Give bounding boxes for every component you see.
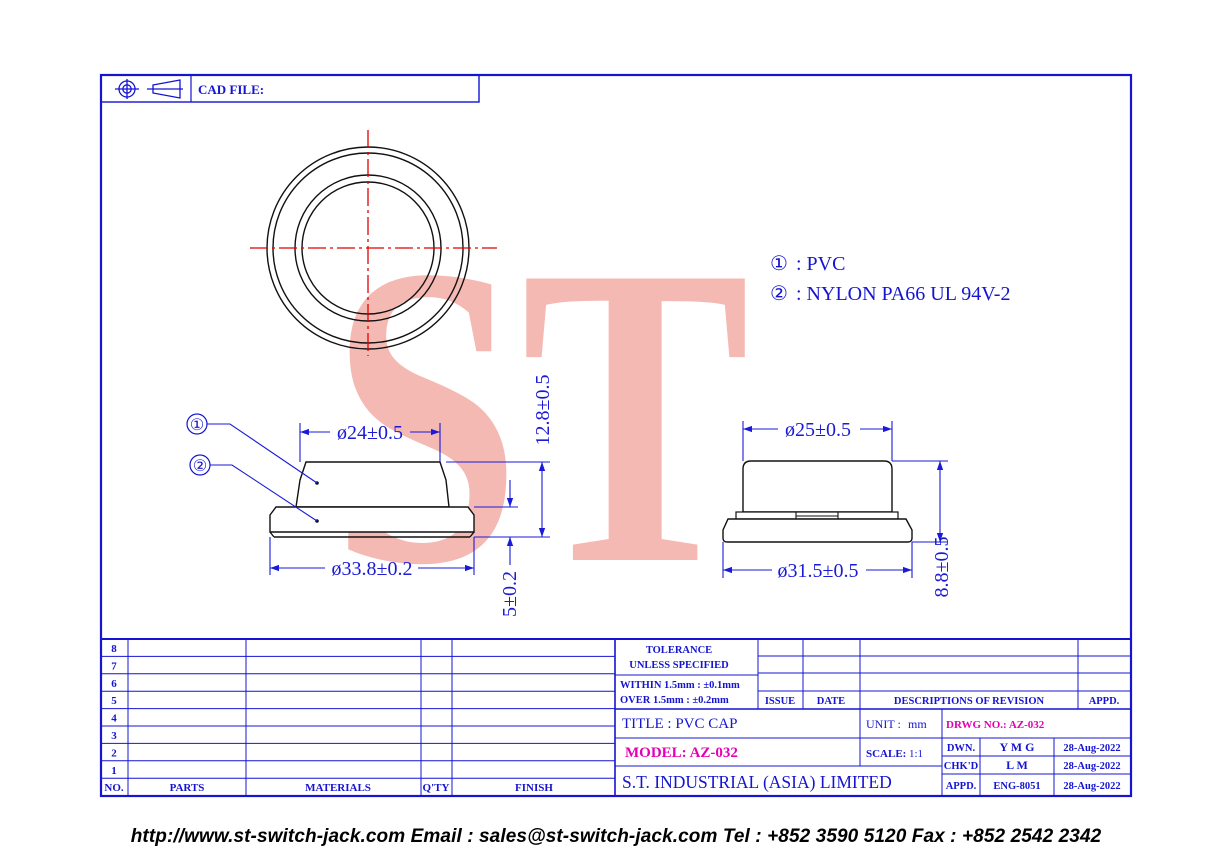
revision-date-header: DATE bbox=[817, 696, 845, 707]
parts-row-number: 1 bbox=[111, 765, 117, 777]
left-side-view bbox=[269, 461, 475, 538]
st-watermark: ST bbox=[330, 178, 750, 654]
parts-row-number: 8 bbox=[111, 643, 117, 655]
part-label-2: ② bbox=[193, 458, 207, 475]
dim-left-base: 5±0.2 bbox=[499, 571, 521, 617]
scale-label: SCALE: bbox=[866, 748, 906, 760]
top-view bbox=[250, 130, 497, 356]
parts-row-number: 7 bbox=[111, 660, 117, 672]
revision-descriptions-header: DESCRIPTIONS OF REVISION bbox=[894, 696, 1045, 707]
dim-right-height: 8.8±0.5 bbox=[931, 537, 953, 598]
parts-row-number: 2 bbox=[111, 747, 117, 759]
left-dimension-texts: ø24±0.5 ø33.8±0.2 12.8±0.5 5±0.2 bbox=[332, 375, 554, 617]
materials-note: ① : PVC ② : NYLON PA66 UL 94V-2 bbox=[770, 253, 1010, 305]
cad-header: CAD FILE: bbox=[100, 74, 480, 103]
drawing-frame bbox=[99, 73, 1133, 798]
revision-table bbox=[615, 639, 1131, 710]
checked-by: L M bbox=[1006, 758, 1028, 772]
chkd-label: CHK'D bbox=[944, 761, 979, 772]
right-side-view bbox=[722, 460, 913, 543]
tolerance-subtitle: UNLESS SPECIFIED bbox=[629, 660, 729, 671]
title-block: 8 7 6 5 4 3 2 1 NO. PARTS MATERIALS Q'TY… bbox=[101, 638, 1131, 796]
dwn-label: DWN. bbox=[947, 743, 976, 754]
right-dimensions bbox=[722, 421, 948, 578]
parts-header-parts: PARTS bbox=[170, 782, 205, 794]
checked-date: 28-Aug-2022 bbox=[1063, 761, 1120, 772]
tolerance-over: OVER 1.5mm : ±0.2mm bbox=[620, 695, 729, 706]
tolerance-within: WITHIN 1.5mm : ±0.1mm bbox=[620, 680, 740, 691]
material-2-text: : NYLON PA66 UL 94V-2 bbox=[796, 283, 1010, 305]
material-2-number: ② bbox=[770, 283, 788, 305]
tolerance-title: TOLERANCE bbox=[646, 645, 712, 656]
drawn-by: Y M G bbox=[1000, 740, 1035, 754]
dim-right-top-diameter: ø25±0.5 bbox=[785, 419, 851, 441]
third-angle-projection-icon bbox=[115, 79, 183, 99]
parts-header-no: NO. bbox=[104, 782, 124, 794]
model-number: MODEL: AZ-032 bbox=[625, 745, 738, 761]
cad-file-label: CAD FILE: bbox=[198, 82, 264, 97]
watermark-text: ST bbox=[330, 178, 750, 654]
material-1-text: : PVC bbox=[796, 253, 845, 275]
contact-footer: http://www.st-switch-jack.com Email : sa… bbox=[130, 826, 1102, 847]
parts-header-materials: MATERIALS bbox=[305, 782, 371, 794]
dim-left-height: 12.8±0.5 bbox=[532, 375, 554, 446]
unit-value: mm bbox=[908, 717, 927, 731]
part-leaders: ① ② bbox=[186, 413, 318, 522]
parts-header-qty: Q'TY bbox=[423, 782, 450, 794]
parts-row-number: 3 bbox=[111, 730, 117, 742]
dim-left-top-diameter: ø24±0.5 bbox=[337, 422, 403, 444]
parts-row-number: 5 bbox=[111, 695, 117, 707]
scale-value: 1:1 bbox=[909, 748, 923, 760]
drawing-number: DRWG NO.: AZ-032 bbox=[946, 719, 1045, 731]
dim-left-bottom-diameter: ø33.8±0.2 bbox=[332, 558, 413, 580]
left-dimensions bbox=[269, 423, 550, 575]
approved-by: ENG-8051 bbox=[993, 781, 1040, 792]
parts-table bbox=[101, 639, 615, 796]
dim-right-bottom-diameter: ø31.5±0.5 bbox=[778, 560, 859, 582]
part-label-1: ① bbox=[190, 417, 204, 434]
revision-issue-header: ISSUE bbox=[765, 696, 795, 707]
parts-row-number: 6 bbox=[111, 678, 117, 690]
unit-label: UNIT : bbox=[866, 717, 901, 731]
right-dimension-texts: ø25±0.5 ø31.5±0.5 8.8±0.5 bbox=[778, 419, 953, 597]
material-1-number: ① bbox=[770, 253, 788, 275]
drawn-date: 28-Aug-2022 bbox=[1063, 743, 1120, 754]
revision-appd-header: APPD. bbox=[1089, 696, 1120, 707]
company-name: S.T. INDUSTRIAL (ASIA) LIMITED bbox=[622, 772, 892, 792]
approved-date: 28-Aug-2022 bbox=[1063, 781, 1120, 792]
appd-label: APPD. bbox=[946, 781, 977, 792]
parts-row-number: 4 bbox=[111, 713, 117, 725]
parts-header-finish: FINISH bbox=[515, 782, 553, 794]
drawing-title: TITLE : PVC CAP bbox=[622, 716, 737, 732]
